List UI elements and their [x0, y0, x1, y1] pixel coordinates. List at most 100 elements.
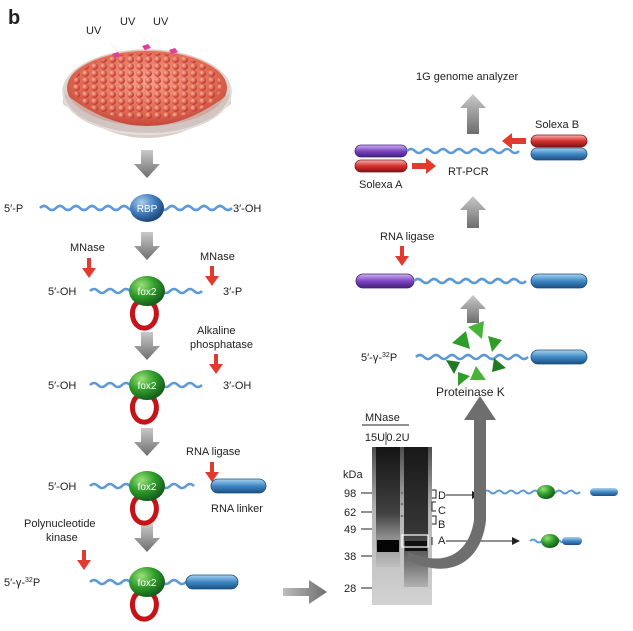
five-prime-end: 5′-OH — [48, 380, 76, 392]
down-arrow-icon — [134, 150, 160, 178]
lane-label: 0.2U — [386, 432, 409, 444]
crosslink-icon — [129, 393, 159, 425]
down-arrow-icon — [134, 428, 160, 456]
kda-unit: kDa — [343, 469, 363, 481]
uv-ray-icon — [108, 40, 124, 70]
band-label: A — [438, 535, 446, 547]
three-prime-end: 3′-OH — [223, 380, 251, 392]
down-arrow-icon — [134, 524, 160, 552]
red-arrow-icon — [77, 550, 91, 570]
three-prime-end: 3′-P — [223, 286, 242, 298]
panel-label: b — [8, 7, 20, 29]
fox2-protein-icon — [129, 370, 165, 400]
marker-label: 28 — [344, 583, 356, 595]
band-label: B — [438, 519, 445, 531]
fox2-label: fox2 — [138, 287, 157, 298]
red-right-arrow-icon — [412, 158, 436, 174]
mnase-left-label: MNase — [70, 242, 105, 254]
marker-label: 98 — [344, 488, 356, 500]
fox2-protein-icon — [129, 471, 165, 501]
uv-label: UV — [120, 16, 136, 28]
rna-linker-icon — [530, 349, 588, 365]
three-prime-end: 3′-OH — [233, 203, 261, 215]
ligation-step: RNA ligase fox2 5′-OH RNA linker — [48, 446, 267, 526]
rna-strand — [483, 489, 581, 495]
gel-title: MNase — [365, 412, 400, 424]
band-label: D — [438, 490, 446, 502]
petri-dish-icon — [62, 49, 232, 138]
proteinase-label: Proteinase K — [436, 385, 505, 399]
gel-dot — [400, 514, 404, 518]
purple-adapter-icon — [355, 273, 415, 289]
rna-linker-icon — [530, 273, 588, 289]
uv-label: UV — [153, 16, 169, 28]
rbp-protein-icon — [130, 194, 164, 222]
mnase-right-label: MNase — [200, 251, 235, 263]
sds-page-gel: MNase 15U 0.2U kDa 98 62 49 38 28 D C B … — [343, 412, 520, 605]
fox2-label: fox2 — [138, 381, 157, 392]
right-arrow-icon — [283, 580, 327, 604]
band-brackets — [431, 489, 437, 525]
fox2-protein-icon — [129, 276, 165, 306]
rna-strand — [415, 353, 529, 361]
process-arrows-left — [134, 150, 160, 552]
ligase-label-right: RNA ligase — [380, 231, 434, 243]
mnase-step: MNase MNase fox2 5′-OH 3′-P — [48, 242, 242, 331]
solexa-b-label: Solexa B — [535, 119, 579, 131]
band-d-complex — [483, 485, 618, 499]
up-arrow-icon — [460, 94, 486, 134]
crosslink-icon — [129, 299, 159, 331]
fox2-label: fox2 — [138, 578, 157, 589]
red-arrow-icon — [82, 258, 96, 278]
pnk-label-2: kinase — [46, 532, 78, 544]
solexa-b-primer-icon — [530, 134, 588, 148]
phosphatase-label-2: phosphatase — [190, 339, 253, 351]
protein-fragments-icon — [446, 321, 506, 386]
pnk-step: Polynucleotide kinase fox2 5′-γ-32P — [4, 518, 239, 622]
purple-adapter-icon — [354, 144, 408, 158]
red-arrow-icon — [395, 246, 409, 266]
five-prime-end: 5′-OH — [48, 481, 76, 493]
rtpcr-label: RT-PCR — [448, 166, 489, 178]
ligase-label: RNA ligase — [186, 446, 240, 458]
fox2-protein-icon — [129, 567, 165, 597]
crosslink-icon — [129, 494, 159, 526]
gel-selection-box — [401, 534, 429, 548]
solexa-a-label: Solexa A — [359, 179, 403, 191]
proteinase-k-step: 5′-γ-32P Proteinase K — [361, 321, 588, 399]
uv-rays: UV UV UV — [86, 16, 181, 70]
rbp-complex: RBP 5′-P 3′-OH — [4, 194, 261, 222]
five-prime-end: 5′-OH — [48, 286, 76, 298]
red-arrow-icon — [205, 266, 219, 286]
red-arrow-icon — [209, 354, 223, 374]
gel-band — [377, 540, 399, 552]
band-label: C — [438, 505, 446, 517]
marker-label: 49 — [344, 524, 356, 536]
rbp-label: RBP — [137, 204, 158, 215]
rna-linker-icon — [210, 478, 267, 494]
adapter-ligation-step: RNA ligase — [355, 231, 588, 289]
band-a-complex — [529, 534, 582, 548]
red-arrow-icon — [205, 462, 219, 482]
gel-dot — [400, 502, 404, 506]
gel-band — [405, 541, 427, 551]
marker-label: 38 — [344, 551, 356, 563]
rna-strand — [406, 147, 520, 155]
phosphatase-step: Alkaline phosphatase fox2 5′-OH 3′-OH — [48, 325, 253, 425]
solexa-a-primer-icon — [354, 159, 408, 173]
marker-label: 62 — [344, 507, 356, 519]
five-prime-labeled-end: 5′-γ-32P — [4, 577, 40, 589]
linker-label: RNA linker — [211, 503, 263, 515]
curved-up-arrow-icon — [408, 396, 496, 569]
rna-linker-icon — [590, 488, 618, 496]
labeled-five-prime: 5′-γ-32P — [361, 352, 397, 364]
rna-linker-icon — [562, 537, 582, 545]
uv-label: UV — [86, 25, 102, 37]
five-prime-end: 5′-P — [4, 203, 23, 215]
crosslink-icon — [129, 590, 159, 622]
fox2-protein-icon — [541, 534, 559, 548]
rtpcr-step: Solexa A Solexa B RT-PCR — [354, 119, 588, 191]
up-arrow-icon — [460, 196, 486, 228]
fox2-label: fox2 — [138, 482, 157, 493]
